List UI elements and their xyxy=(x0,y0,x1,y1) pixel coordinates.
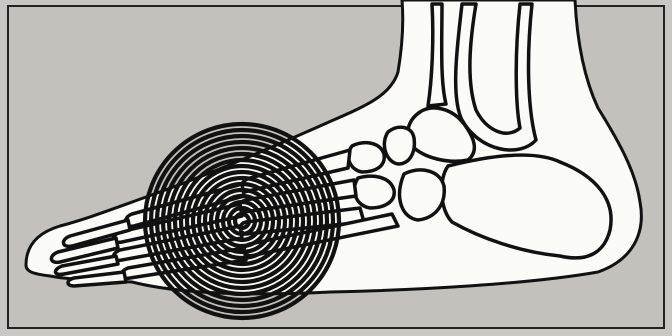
navicular-bone xyxy=(384,127,414,164)
cuneiform-bone-1 xyxy=(348,143,384,172)
cuboid-bone xyxy=(400,170,445,220)
cuneiform-bone-2 xyxy=(354,176,394,208)
